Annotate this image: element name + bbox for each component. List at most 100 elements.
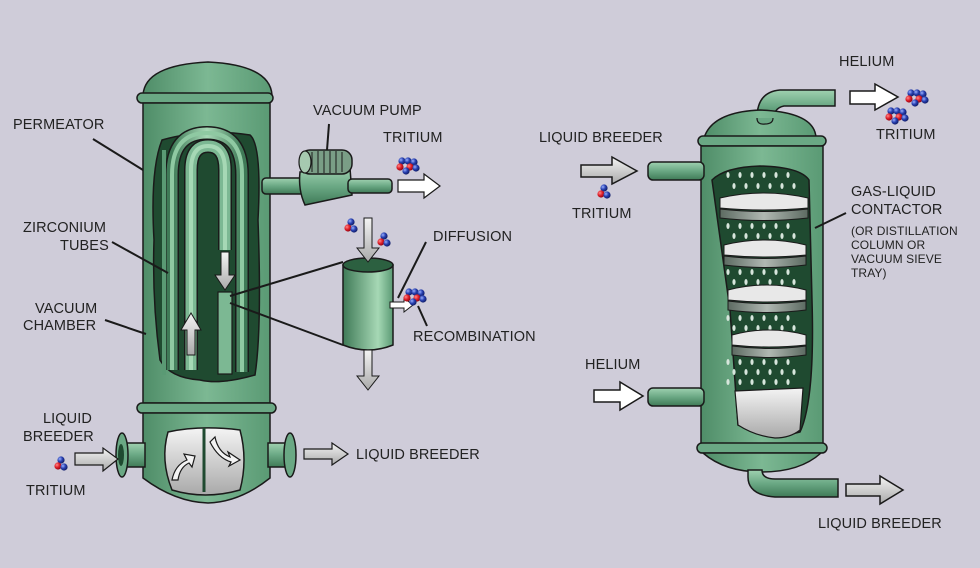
- bubble: [732, 183, 736, 189]
- label-recombination: RECOMBINATION: [413, 329, 536, 345]
- bubble: [738, 359, 742, 365]
- bubble: [774, 269, 778, 275]
- bubble: [726, 359, 730, 365]
- label-vacuum-chamber-2: CHAMBER: [23, 318, 97, 334]
- bubble: [780, 183, 784, 189]
- bubble: [768, 183, 772, 189]
- helium-in-arrow-icon: [593, 380, 645, 412]
- contactor-top-flange: [697, 135, 827, 147]
- label-contactor-1: GAS-LIQUID: [851, 184, 936, 200]
- bubble: [750, 223, 754, 229]
- bubble: [780, 369, 784, 375]
- bubble: [786, 315, 790, 321]
- diffusion-out-arrow-icon: [355, 349, 381, 391]
- bubble: [792, 233, 796, 239]
- bubble: [780, 233, 784, 239]
- label-liquid-breeder-in-right: LIQUID BREEDER: [539, 130, 663, 146]
- liquid-breeder-out-arrow-icon: [845, 474, 905, 506]
- bubble: [750, 315, 754, 321]
- vacuum-pump-body: [298, 167, 353, 206]
- permeator-bottom-flange: [136, 402, 277, 414]
- bubble: [762, 269, 766, 275]
- leader-contactor: [814, 212, 847, 229]
- tritium-molecule-icon: [905, 89, 929, 107]
- bubble: [762, 223, 766, 229]
- bubble: [792, 325, 796, 331]
- diffusion-cell: [229, 217, 414, 391]
- leader-permeator: [92, 138, 144, 171]
- bubble: [774, 223, 778, 229]
- label-contactor-note-2: COLUMN OR: [851, 238, 926, 252]
- tray-froth: [719, 192, 809, 211]
- label-tritium-out-right: TRITIUM: [876, 127, 936, 143]
- bubble: [744, 279, 748, 285]
- label-tritium-out-left: TRITIUM: [383, 130, 443, 146]
- bubble: [744, 183, 748, 189]
- liquid-breeder-inlet-pipe: [647, 161, 705, 181]
- bubble: [732, 233, 736, 239]
- gas-bubbles: [726, 172, 796, 385]
- bubble: [726, 379, 730, 385]
- bubble: [786, 379, 790, 385]
- leader-zirconium: [111, 241, 169, 274]
- bubble: [738, 379, 742, 385]
- leader-vacuum-chamber: [104, 319, 147, 335]
- bubble: [792, 369, 796, 375]
- bubble: [762, 172, 766, 178]
- tritium-molecule-icon: [597, 184, 611, 199]
- mixer-arrow-up-icon: [171, 453, 196, 481]
- tray-plate: [731, 345, 807, 358]
- bubble: [780, 279, 784, 285]
- packing-bed: [734, 387, 804, 439]
- bubble: [792, 279, 796, 285]
- bubble: [762, 315, 766, 321]
- bubble: [756, 233, 760, 239]
- bubble: [732, 325, 736, 331]
- bubble: [786, 223, 790, 229]
- bubble: [732, 279, 736, 285]
- bubble: [780, 325, 784, 331]
- tritium-out-arrow-icon: [397, 172, 441, 200]
- label-liquid-breeder-out-left: LIQUID BREEDER: [356, 447, 480, 463]
- bubble: [786, 269, 790, 275]
- bubble: [744, 325, 748, 331]
- bubble: [786, 359, 790, 365]
- bubble: [774, 315, 778, 321]
- label-contactor-note-3: VACUUM SIEVE: [851, 252, 942, 266]
- bubble: [738, 172, 742, 178]
- leader-recombination: [417, 305, 428, 327]
- label-liquid-breeder-in-2: BREEDER: [23, 429, 94, 445]
- liquid-breeder-in-arrow-icon: [580, 155, 639, 186]
- label-vacuum-chamber-1: VACUUM: [35, 301, 98, 317]
- permeator-vessel: [115, 61, 297, 504]
- bubble: [774, 379, 778, 385]
- label-contactor-note-1: (OR DISTILLATION: [851, 224, 958, 238]
- pump-outlet-pipe: [347, 178, 393, 194]
- label-tritium-in-left: TRITIUM: [26, 483, 86, 499]
- tritium-molecule-icon: [403, 288, 427, 306]
- label-zirconium-tubes-1: ZIRCONIUM: [23, 220, 107, 236]
- bubble: [726, 315, 730, 321]
- tritium-molecules: [54, 89, 929, 471]
- bubble: [756, 325, 760, 331]
- tritium-molecule-icon: [54, 456, 68, 471]
- sieve-trays: [719, 192, 809, 358]
- zirconium-tubes: [162, 125, 249, 375]
- tritium-molecule-icon: [396, 157, 420, 175]
- contactor-bottom: [700, 452, 823, 473]
- bubble: [750, 379, 754, 385]
- tray-froth: [727, 284, 807, 303]
- diffusion-cylinder: [342, 264, 394, 351]
- bubble: [726, 223, 730, 229]
- vacuum-pump-assembly: [261, 123, 393, 206]
- label-helium-out: HELIUM: [839, 54, 895, 70]
- vacuum-chamber-cutaway: [152, 131, 261, 383]
- bubble: [726, 172, 730, 178]
- label-tritium-in-right: TRITIUM: [572, 206, 632, 222]
- tray-froth: [723, 239, 807, 258]
- bubble: [756, 279, 760, 285]
- tray-plate: [727, 300, 807, 313]
- liquid-breeder-out-arrow-icon: [303, 441, 350, 467]
- label-liquid-breeder-in-1: LIQUID: [43, 411, 92, 427]
- permeator-dome: [142, 61, 273, 96]
